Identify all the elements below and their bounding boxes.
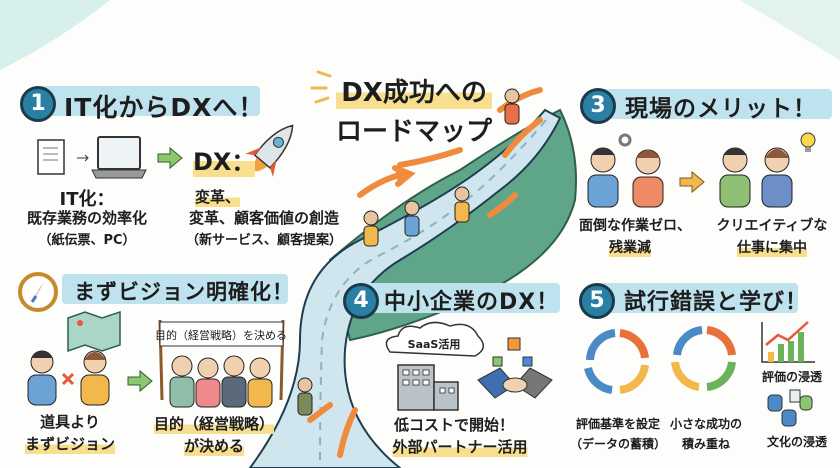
merit-left-line-1: 面倒な作業ゼロ、 (579, 218, 691, 234)
it-description: 既存業務の効率化 (26, 209, 148, 227)
dx-short: 変革、 (195, 186, 241, 207)
green-arrow-icon (127, 369, 153, 393)
cycle2-text-line-1: 小さな成功の (669, 417, 743, 431)
laptop-icon (91, 136, 147, 179)
section2-heading: まずビジョン明確化！ (74, 280, 294, 304)
database-icon (767, 389, 813, 427)
handshake-icon (477, 337, 553, 399)
arrow-icon (77, 154, 89, 162)
title-line-1: DX成功への (336, 72, 493, 109)
dx-example: （新サービス、顧客提案） (185, 233, 343, 248)
section1-heading: IT化からDXへ！ (64, 93, 265, 122)
purpose-text-line-1: 目的（経営戦略） (153, 413, 275, 434)
purpose-text-line-2: が決める (183, 435, 245, 456)
paper-document-icon (37, 139, 65, 175)
merit-right-line-1: クリエイティブな (716, 218, 828, 234)
frustrated-workers (587, 133, 664, 208)
progress-arrows (307, 87, 543, 458)
section2-header-band (62, 274, 288, 304)
green-arrow-icon (157, 146, 183, 170)
section4-header-band (362, 283, 560, 313)
vision-text-line-1: 道具より (40, 413, 100, 431)
section5-number-badge: 5 (579, 283, 615, 319)
compass-icon (18, 272, 58, 312)
section3-heading: 現場のメリット！ (625, 96, 817, 122)
dx-description: 変革、顧客価値の創造 (188, 209, 340, 227)
cycle2-text-line-2: 積み重ね (681, 437, 731, 451)
corner-decoration (740, 0, 840, 60)
section4-heading: 中小企業のDX！ (384, 290, 560, 315)
section1-number-badge: 1 (20, 86, 56, 122)
orange-arrow-icon (679, 170, 705, 194)
growth-chart-icon (761, 321, 815, 363)
title-line-2: ロードマップ (336, 117, 493, 147)
sme-text-line-2: 外部パートナー活用 (392, 436, 528, 457)
cycle1-text-line-1: 評価基準を設定 (575, 417, 661, 431)
map-icon (67, 310, 121, 353)
section3-number-badge: 3 (580, 88, 616, 124)
road (248, 108, 562, 468)
section5-heading: 試行錯誤と学び！ (624, 290, 809, 315)
team-with-banner (158, 319, 285, 408)
page-title: DX成功への ロードマップ (336, 72, 493, 148)
section5-header-band (598, 283, 798, 313)
road-centerline (319, 114, 551, 461)
section3-header-band (600, 89, 832, 119)
it-label: IT化： (59, 189, 115, 210)
box-icon (507, 337, 521, 351)
cross-icon (61, 372, 75, 386)
chart-label: 評価の浸透 (761, 370, 823, 384)
team-banner-text: 目的（経営戦略）を決める (155, 329, 287, 342)
cloud-icon (385, 321, 484, 357)
success-cycle-icon (671, 326, 736, 391)
vision-text-line-2: まずビジョン (24, 433, 116, 454)
happy-workers (719, 147, 793, 208)
cycle1-text-line-2: （データの蓄積） (569, 437, 667, 451)
saas-label: SaaS活用 (407, 338, 461, 351)
merit-left-line-2: 残業減 (609, 237, 651, 257)
box-icon (522, 356, 533, 367)
sme-text-line-1: 低コストで開始！ (393, 416, 515, 434)
section1-header-band (40, 86, 260, 116)
dx-label: DX： (193, 142, 256, 177)
section4-number-badge: 4 (343, 283, 379, 319)
merit-right-line-2: 仕事に集中 (737, 237, 807, 257)
climbers (297, 88, 520, 416)
gear-icon (618, 133, 632, 147)
pdca-cycle-icon (584, 329, 649, 394)
lightbulb-icon (800, 132, 816, 152)
data-label: 文化の浸透 (766, 435, 828, 449)
corner-decoration (0, 0, 110, 70)
confused-people (27, 350, 110, 406)
office-building-icon (397, 364, 459, 411)
it-example: （紙伝票、PC） (38, 233, 136, 248)
title-rays (310, 70, 332, 104)
box-icon (492, 356, 503, 367)
